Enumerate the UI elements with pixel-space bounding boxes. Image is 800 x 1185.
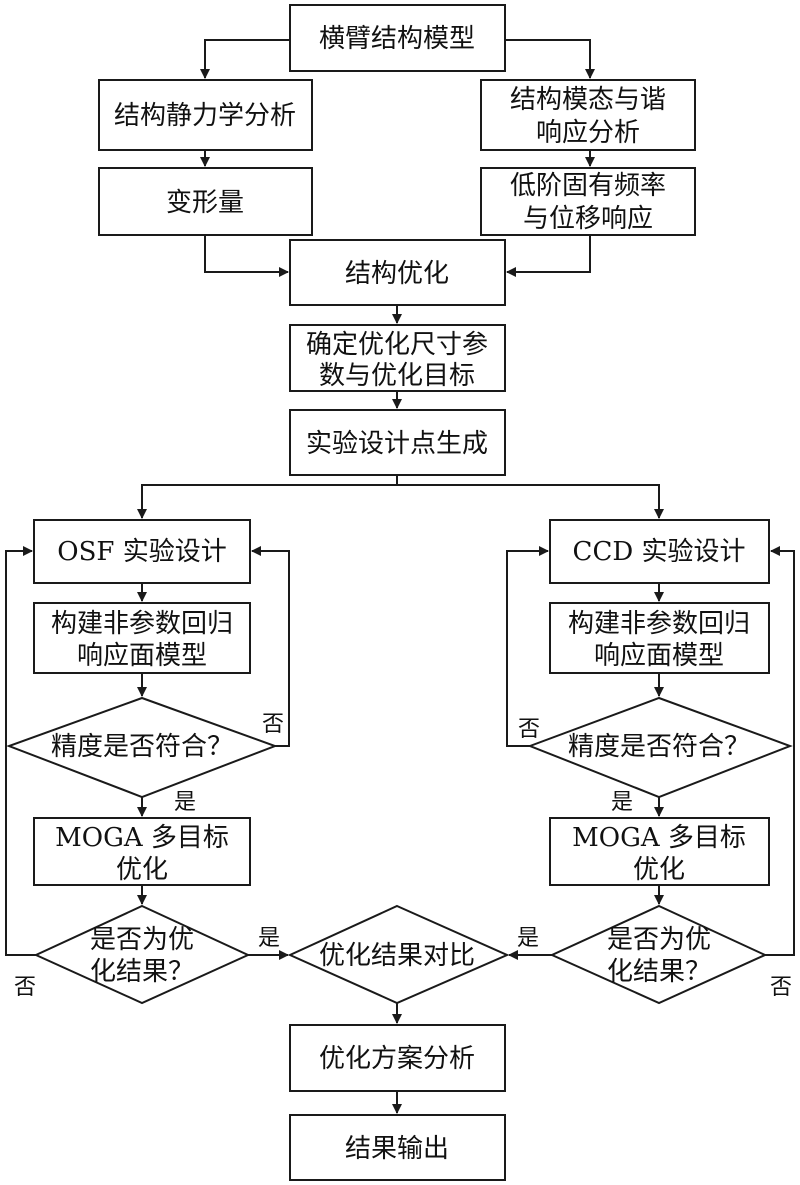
node-is-opt-right: 是否为优 化结果？ xyxy=(549,904,768,1005)
node-moga-right-line1: MOGA 多目标 xyxy=(572,823,746,853)
label-yes-accuracy-right: 是 xyxy=(611,790,633,815)
node-modal-analysis-line1: 结构模态与谐 xyxy=(510,85,666,115)
node-scheme-text: 优化方案分析 xyxy=(319,1044,475,1074)
node-deformation-text: 变形量 xyxy=(166,188,244,218)
node-static-analysis: 结构静力学分析 xyxy=(98,79,313,151)
node-moga-right-line2: 优化 xyxy=(633,855,685,885)
node-frequency-line1: 低阶固有频率 xyxy=(510,171,666,201)
node-accuracy-right: 精度是否符合？ xyxy=(527,696,793,799)
node-moga-right: MOGA 多目标 优化 xyxy=(549,817,770,886)
arrow-freq-to-opt xyxy=(506,235,591,277)
node-surface-right-line2: 响应面模型 xyxy=(594,641,724,671)
node-frequency: 低阶固有频率 与位移响应 xyxy=(480,167,696,236)
node-is-opt-left-line1: 是否为优 xyxy=(90,925,194,955)
node-surface-right: 构建非参数回归 响应面模型 xyxy=(549,602,770,674)
node-params-line1: 确定优化尺寸参 xyxy=(306,330,488,360)
node-moga-left: MOGA 多目标 优化 xyxy=(33,817,251,886)
node-modal-analysis: 结构模态与谐 响应分析 xyxy=(480,79,696,151)
arrow-check-left-no xyxy=(5,546,36,956)
node-modal-analysis-line2: 响应分析 xyxy=(536,118,640,148)
node-accuracy-left: 精度是否符合？ xyxy=(6,696,278,799)
node-osf-design: OSF 实验设计 xyxy=(33,519,251,584)
connectors xyxy=(5,39,795,1114)
label-yes-check-right: 是 xyxy=(517,926,539,951)
node-deformation: 变形量 xyxy=(98,167,313,236)
node-moga-left-line1: MOGA 多目标 xyxy=(55,823,229,853)
node-scheme: 优化方案分析 xyxy=(289,1024,506,1092)
node-model-text: 横臂结构模型 xyxy=(319,24,475,54)
arrow-accuracy-left-no xyxy=(251,546,290,747)
node-doe: 实验设计点生成 xyxy=(289,409,506,476)
node-params-line2: 数与优化目标 xyxy=(319,361,475,391)
node-struct-opt-text: 结构优化 xyxy=(345,259,449,289)
node-static-analysis-text: 结构静力学分析 xyxy=(114,101,296,131)
label-no-check-left: 否 xyxy=(14,975,36,1000)
node-model: 横臂结构模型 xyxy=(289,4,506,72)
label-no-accuracy-left: 否 xyxy=(262,712,284,737)
node-moga-left-line2: 优化 xyxy=(116,855,168,885)
node-surface-left-line2: 响应面模型 xyxy=(77,641,207,671)
arrow-check-right-no xyxy=(765,546,795,956)
node-surface-left-line1: 构建非参数回归 xyxy=(51,609,233,639)
label-no-check-right: 否 xyxy=(770,975,792,1000)
arrow-deformation-to-opt xyxy=(204,235,289,277)
node-params: 确定优化尺寸参 数与优化目标 xyxy=(289,324,506,392)
node-is-opt-right-line1: 是否为优 xyxy=(607,925,711,955)
node-accuracy-left-text: 精度是否符合？ xyxy=(51,732,233,762)
arrow-doe-to-ccd xyxy=(397,484,664,519)
branch-labels: 否 是 否 是 否 是 否 是 xyxy=(14,712,792,1000)
node-is-opt-left: 是否为优 化结果？ xyxy=(33,904,251,1005)
node-compare-text: 优化结果对比 xyxy=(319,941,475,971)
arrow-model-to-modal xyxy=(505,39,595,79)
node-osf-design-text: OSF 实验设计 xyxy=(57,537,226,567)
node-is-opt-right-line2: 化结果？ xyxy=(607,957,711,987)
node-compare: 优化结果对比 xyxy=(287,904,510,1005)
node-ccd-design-text: CCD 实验设计 xyxy=(573,537,746,567)
arrow-model-to-static xyxy=(200,39,290,79)
node-frequency-line2: 与位移响应 xyxy=(523,204,653,234)
node-output-text: 结果输出 xyxy=(345,1134,449,1164)
node-surface-left: 构建非参数回归 响应面模型 xyxy=(33,602,251,674)
node-is-opt-left-line2: 化结果？ xyxy=(90,957,194,987)
label-yes-check-left: 是 xyxy=(258,926,280,951)
node-surface-right-line1: 构建非参数回归 xyxy=(568,609,750,639)
node-accuracy-right-text: 精度是否符合？ xyxy=(568,732,750,762)
node-doe-text: 实验设计点生成 xyxy=(306,429,488,459)
node-output: 结果输出 xyxy=(289,1114,506,1181)
node-struct-opt: 结构优化 xyxy=(289,239,506,306)
arrow-accuracy-right-no xyxy=(506,546,549,747)
arrow-doe-to-osf xyxy=(137,475,398,519)
node-ccd-design: CCD 实验设计 xyxy=(549,519,770,584)
label-no-accuracy-right: 否 xyxy=(518,717,540,742)
label-yes-accuracy-left: 是 xyxy=(174,790,196,815)
